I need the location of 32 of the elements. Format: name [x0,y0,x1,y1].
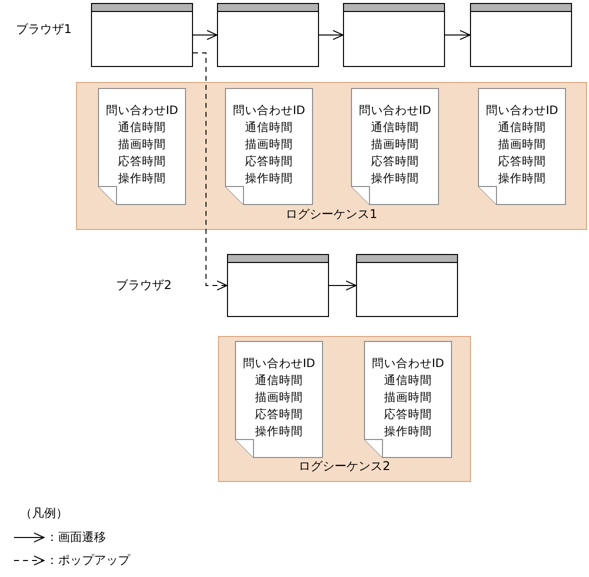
panel-label: ログシーケンス1 [284,206,378,223]
log-document [235,341,323,458]
arrow [444,30,470,40]
screen-window [356,254,458,317]
log-fields-text: 問い合わせID 通信時間 描画時間 応答時間 操作時間 [242,355,316,440]
log-document [478,88,566,205]
screen-window [217,3,319,67]
log-sequence-panel [218,336,471,482]
log-document [225,88,313,205]
log-document [364,341,452,458]
arrow [192,30,218,40]
label-text: ブラウザ2 [116,277,172,294]
log-fields-text: 問い合わせID 通信時間 描画時間 応答時間 操作時間 [358,102,432,187]
log-document [351,88,439,205]
log-fields-text: 問い合わせID 通信時間 描画時間 応答時間 操作時間 [104,102,180,187]
log-fields-text: 問い合わせID 通信時間 描画時間 応答時間 操作時間 [232,102,306,187]
log-fields-text: 問い合わせID 通信時間 描画時間 応答時間 操作時間 [484,102,560,187]
log-document [98,88,186,205]
screen-window [227,254,329,317]
label-text: （凡例） [20,505,68,522]
log-sequence-panel [76,82,587,230]
log-fields-text: 問い合わせID 通信時間 描画時間 応答時間 操作時間 [370,355,446,440]
screen-window [343,3,445,67]
panel-label: ログシーケンス2 [298,458,392,475]
arrow [328,280,356,290]
arrow [318,30,344,40]
label-text: ブラウザ1 [16,21,72,38]
legend-text: ：ポップアップ [46,552,130,569]
screen-window [470,3,572,67]
screen-window [91,3,193,67]
legend-text: ：画面遷移 [46,529,106,546]
arrow [192,52,228,290]
